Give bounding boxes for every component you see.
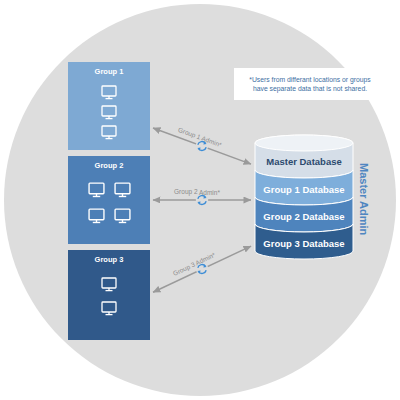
edge-label: Group 2 Admin* — [174, 188, 220, 195]
cylinder-segment — [255, 197, 353, 232]
node-text: Group 2 Database — [255, 211, 353, 223]
computer-icon — [102, 278, 116, 291]
sync-arrow — [153, 199, 251, 201]
sync-arrow — [153, 246, 251, 292]
node-text: Master Admin — [358, 147, 370, 252]
computer-icon — [89, 183, 104, 196]
edge-label: Group 3 Admin* — [172, 251, 216, 277]
cylinder-outline — [255, 162, 353, 205]
database-layer: Group 2 Database — [255, 189, 353, 232]
computer-icon — [89, 209, 104, 222]
cylinder-segment — [255, 170, 353, 205]
edge-label: Group 1 Admin* — [177, 126, 222, 148]
cylinder-segment — [255, 224, 353, 259]
group-box: Group 2 — [68, 156, 150, 244]
cylinder-segment — [255, 135, 353, 178]
database-stack: Master DatabaseGroup 1 DatabaseGroup 2 D… — [252, 135, 382, 260]
computer-icon — [102, 302, 116, 315]
group-box: Group 1 — [68, 62, 150, 150]
note-box: *Users from differant locations or group… — [234, 68, 386, 100]
computer-icon — [102, 106, 116, 119]
node-text: Group 2 — [68, 161, 150, 170]
database-layer: Group 1 Database — [255, 162, 353, 205]
background-circle — [4, 4, 396, 396]
node-text: Master Database — [255, 156, 353, 168]
node-text: Group 1 — [68, 67, 150, 76]
cylinder-outline — [255, 216, 353, 259]
node-text: Group 3 Database — [255, 238, 353, 250]
computer-icon — [115, 183, 130, 196]
database-layer: Group 3 Database — [255, 216, 353, 259]
group-box: Group 3 — [68, 250, 150, 340]
sync-icon — [196, 194, 208, 206]
computer-icon — [102, 126, 116, 139]
cylinder-cap — [255, 135, 353, 151]
computer-icon — [102, 86, 116, 99]
node-text: Group 3 — [68, 255, 150, 264]
computer-icon — [115, 209, 130, 222]
cylinder-outline — [255, 189, 353, 232]
node-text: *Users from differant locations or group… — [245, 75, 375, 93]
node-text: Group 1 Database — [255, 184, 353, 196]
database-layer: Master Database — [255, 135, 353, 178]
